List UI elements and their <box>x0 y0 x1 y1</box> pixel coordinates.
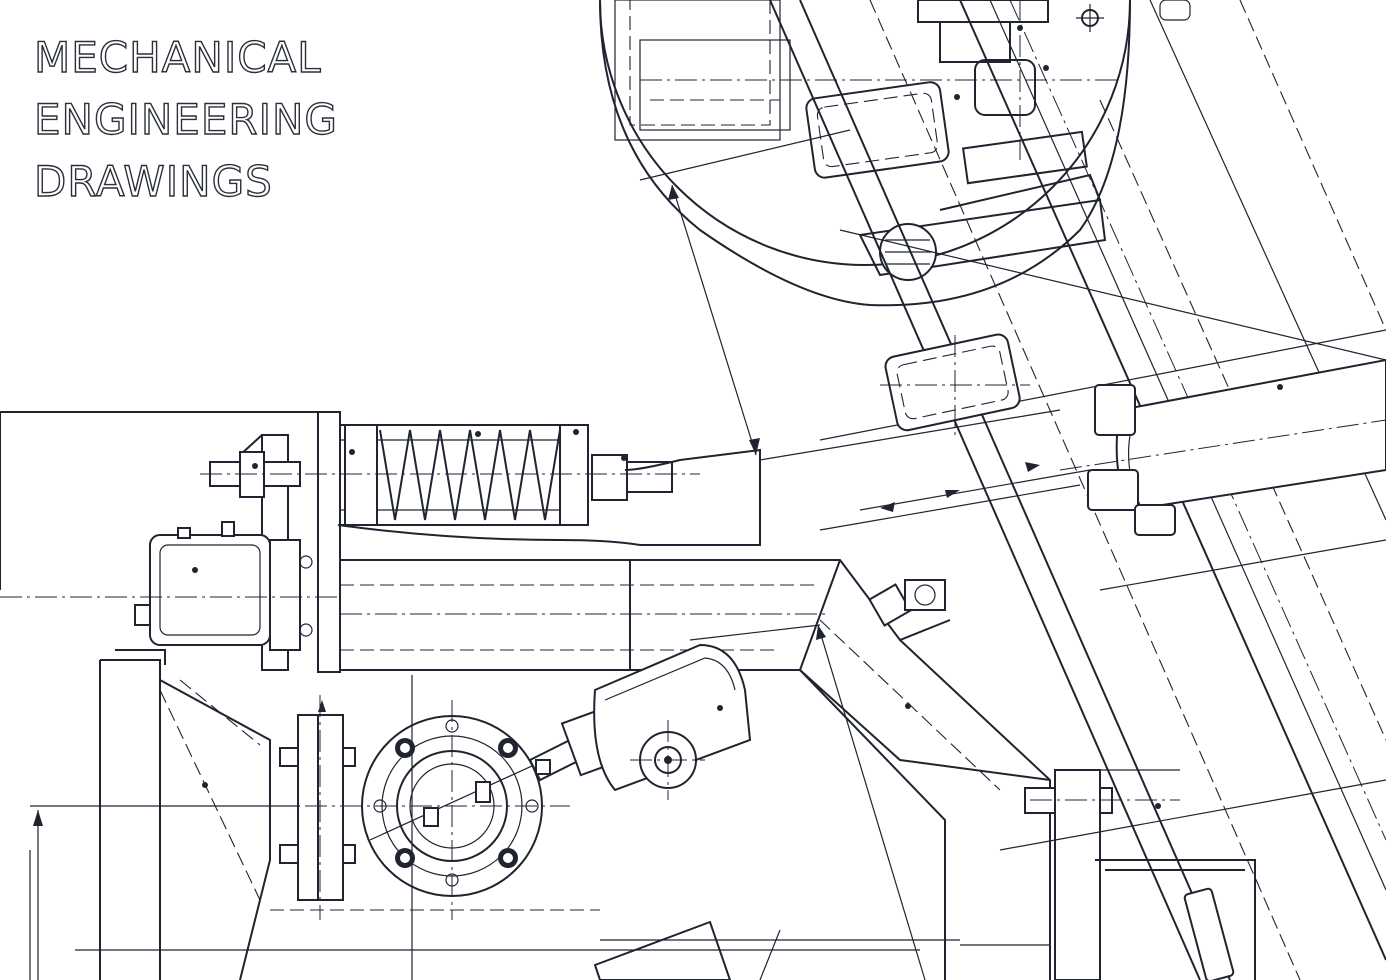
dimension-lines <box>639 129 1091 531</box>
title-line-2: ENGINEERING <box>34 95 338 144</box>
left-dimensions <box>29 805 1050 980</box>
spring-assembly <box>0 411 700 673</box>
square-tube-block <box>0 521 340 980</box>
title-line-1: MECHANICAL <box>34 33 322 82</box>
lower-bracket <box>999 769 1386 980</box>
flange-plate <box>270 695 370 920</box>
valve-actuator <box>528 643 752 800</box>
detail-view-circle <box>599 0 1191 307</box>
tube-dimension <box>689 624 926 980</box>
round-flange <box>340 700 570 920</box>
hydraulic-cylinder <box>1059 358 1386 536</box>
reference-lines <box>270 559 960 980</box>
bottom-box <box>593 920 781 980</box>
drawing-title: MECHANICAL ENGINEERING DRAWINGS <box>33 32 338 206</box>
title-line-3: DRAWINGS <box>34 157 273 206</box>
